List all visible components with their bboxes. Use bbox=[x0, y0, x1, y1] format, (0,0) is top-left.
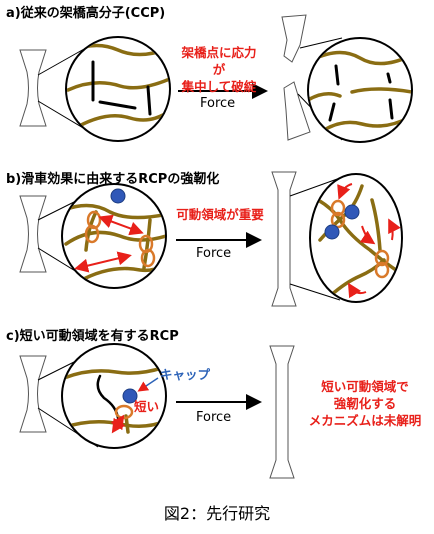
section-c-title: c)短い可動領域を有するRCP bbox=[6, 329, 179, 344]
section-b-note: 可動領域が重要 bbox=[176, 207, 264, 222]
zoom-circle-c bbox=[61, 343, 167, 449]
section-a-note: 架橋点に応力が 集中して破綻 bbox=[178, 44, 260, 95]
short-label: 短い bbox=[134, 399, 160, 414]
cap-c bbox=[122, 388, 138, 404]
broken-specimen-bottom bbox=[283, 81, 311, 141]
force-label-a: Force bbox=[200, 96, 236, 111]
section-c-note-line1: 短い可動領域で bbox=[321, 379, 409, 394]
cap-b bbox=[110, 188, 126, 204]
force-label-c: Force bbox=[196, 410, 232, 425]
section-b-title: b)滑車効果に由来するRCPの強靭化 bbox=[6, 172, 220, 187]
section-a-note-line1: 架橋点に応力が bbox=[181, 45, 257, 77]
section-c-note: 短い可動領域で 強靭化する メカニズムは未解明 bbox=[300, 378, 430, 429]
zoom-circle-a bbox=[65, 36, 171, 142]
cap-b-after-1 bbox=[344, 204, 360, 220]
broken-specimen-top bbox=[281, 14, 307, 63]
cap-label: キャップ bbox=[160, 367, 211, 382]
section-c-diagram bbox=[19, 343, 295, 479]
section-a-note-line2: 集中して破綻 bbox=[181, 79, 257, 94]
section-a-diagram bbox=[19, 14, 413, 143]
section-c-note-line2: 強靭化する bbox=[333, 396, 397, 411]
section-b-diagram bbox=[19, 171, 403, 307]
section-c-note-line3: メカニズムは未解明 bbox=[308, 413, 422, 428]
specimen-c bbox=[19, 355, 47, 433]
figure-caption: 図2：先行研究 bbox=[163, 504, 271, 523]
specimen-b bbox=[19, 195, 47, 273]
force-label-b: Force bbox=[196, 246, 232, 261]
stretched-specimen-b bbox=[271, 171, 297, 307]
specimen-a bbox=[19, 49, 47, 127]
cap-b-after-2 bbox=[324, 224, 340, 240]
stretched-specimen-c bbox=[269, 345, 295, 479]
section-a-title: a)従来の架橋高分子(CCP) bbox=[6, 6, 166, 21]
